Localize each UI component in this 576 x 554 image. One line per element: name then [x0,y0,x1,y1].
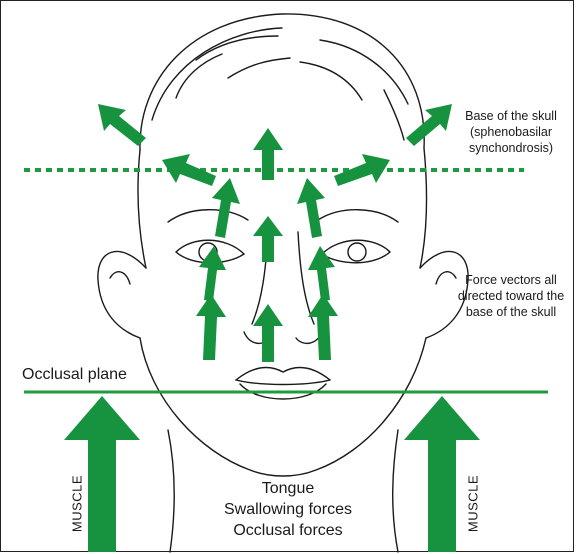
face-outline [98,14,468,552]
arrow-center-low [253,304,283,362]
arrow-right-low [308,294,338,360]
skull-base-label-line2: (sphenobasilar [452,124,570,140]
arrow-diag-right-outer [406,104,452,146]
skull-base-label-line3: synchondrosis) [452,140,570,156]
arrow-center-top [253,128,283,180]
oral-forces-line3: Occlusal forces [188,520,388,541]
arrow-right-mid [308,246,335,301]
skull-base-label-line1: Base of the skull [452,108,570,124]
oral-forces-label: Tongue Swallowing forces Occlusal forces [188,478,388,541]
muscle-label-left: MUSCLE [70,459,85,549]
arrow-diag-right-inner [334,154,390,186]
force-vectors-label-line1: Force vectors all [452,272,570,288]
oral-forces-line2: Swallowing forces [188,499,388,520]
arrow-left-upper [212,178,240,238]
force-vectors-label-line2: directed toward the [452,288,570,304]
arrow-left-mid [199,246,226,301]
arrow-diag-left-inner [162,154,216,186]
arrow-center-mid [253,216,283,262]
force-vectors-label: Force vectors all directed toward the ba… [452,272,570,320]
oral-forces-line1: Tongue [188,478,388,499]
arrow-diag-left-outer [98,104,146,146]
muscle-label-right: MUSCLE [466,459,481,549]
force-vectors-label-line3: base of the skull [452,304,570,320]
skull-base-label: Base of the skull (sphenobasilar synchon… [452,108,570,156]
arrow-left-low [196,294,226,360]
arrow-right-upper [297,178,325,238]
occlusal-plane-label: Occlusal plane [22,366,127,384]
